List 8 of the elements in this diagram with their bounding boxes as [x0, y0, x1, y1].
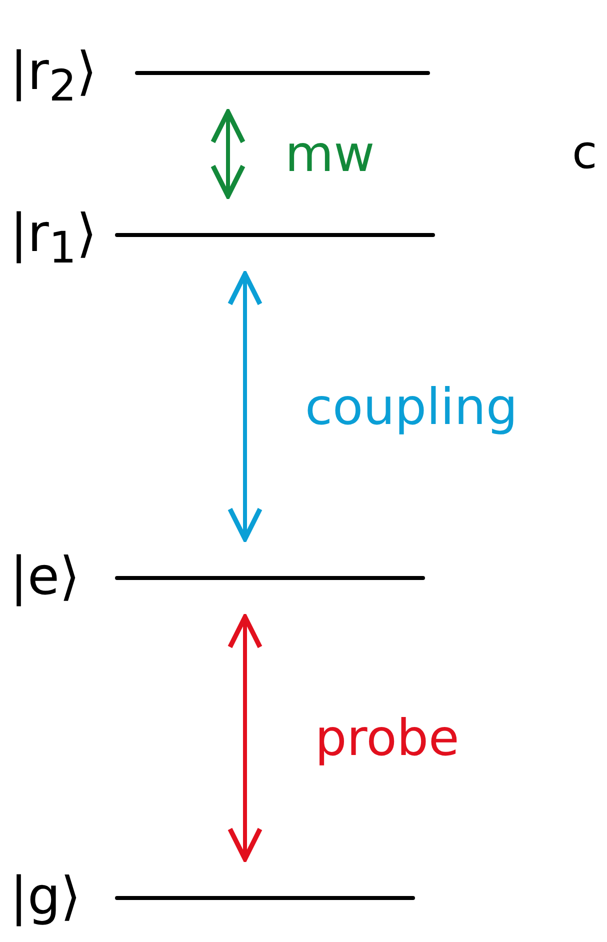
transition-arrow — [210, 110, 246, 198]
transition-arrow — [228, 614, 262, 862]
panel-label: c — [572, 125, 598, 179]
state-label: |r$_{1}$⟩ — [10, 204, 97, 276]
state-label: |r$_{2}$⟩ — [10, 42, 97, 114]
state-label: |g⟩ — [10, 867, 81, 927]
state-label: |e⟩ — [10, 547, 80, 607]
transition-arrow — [228, 272, 262, 542]
